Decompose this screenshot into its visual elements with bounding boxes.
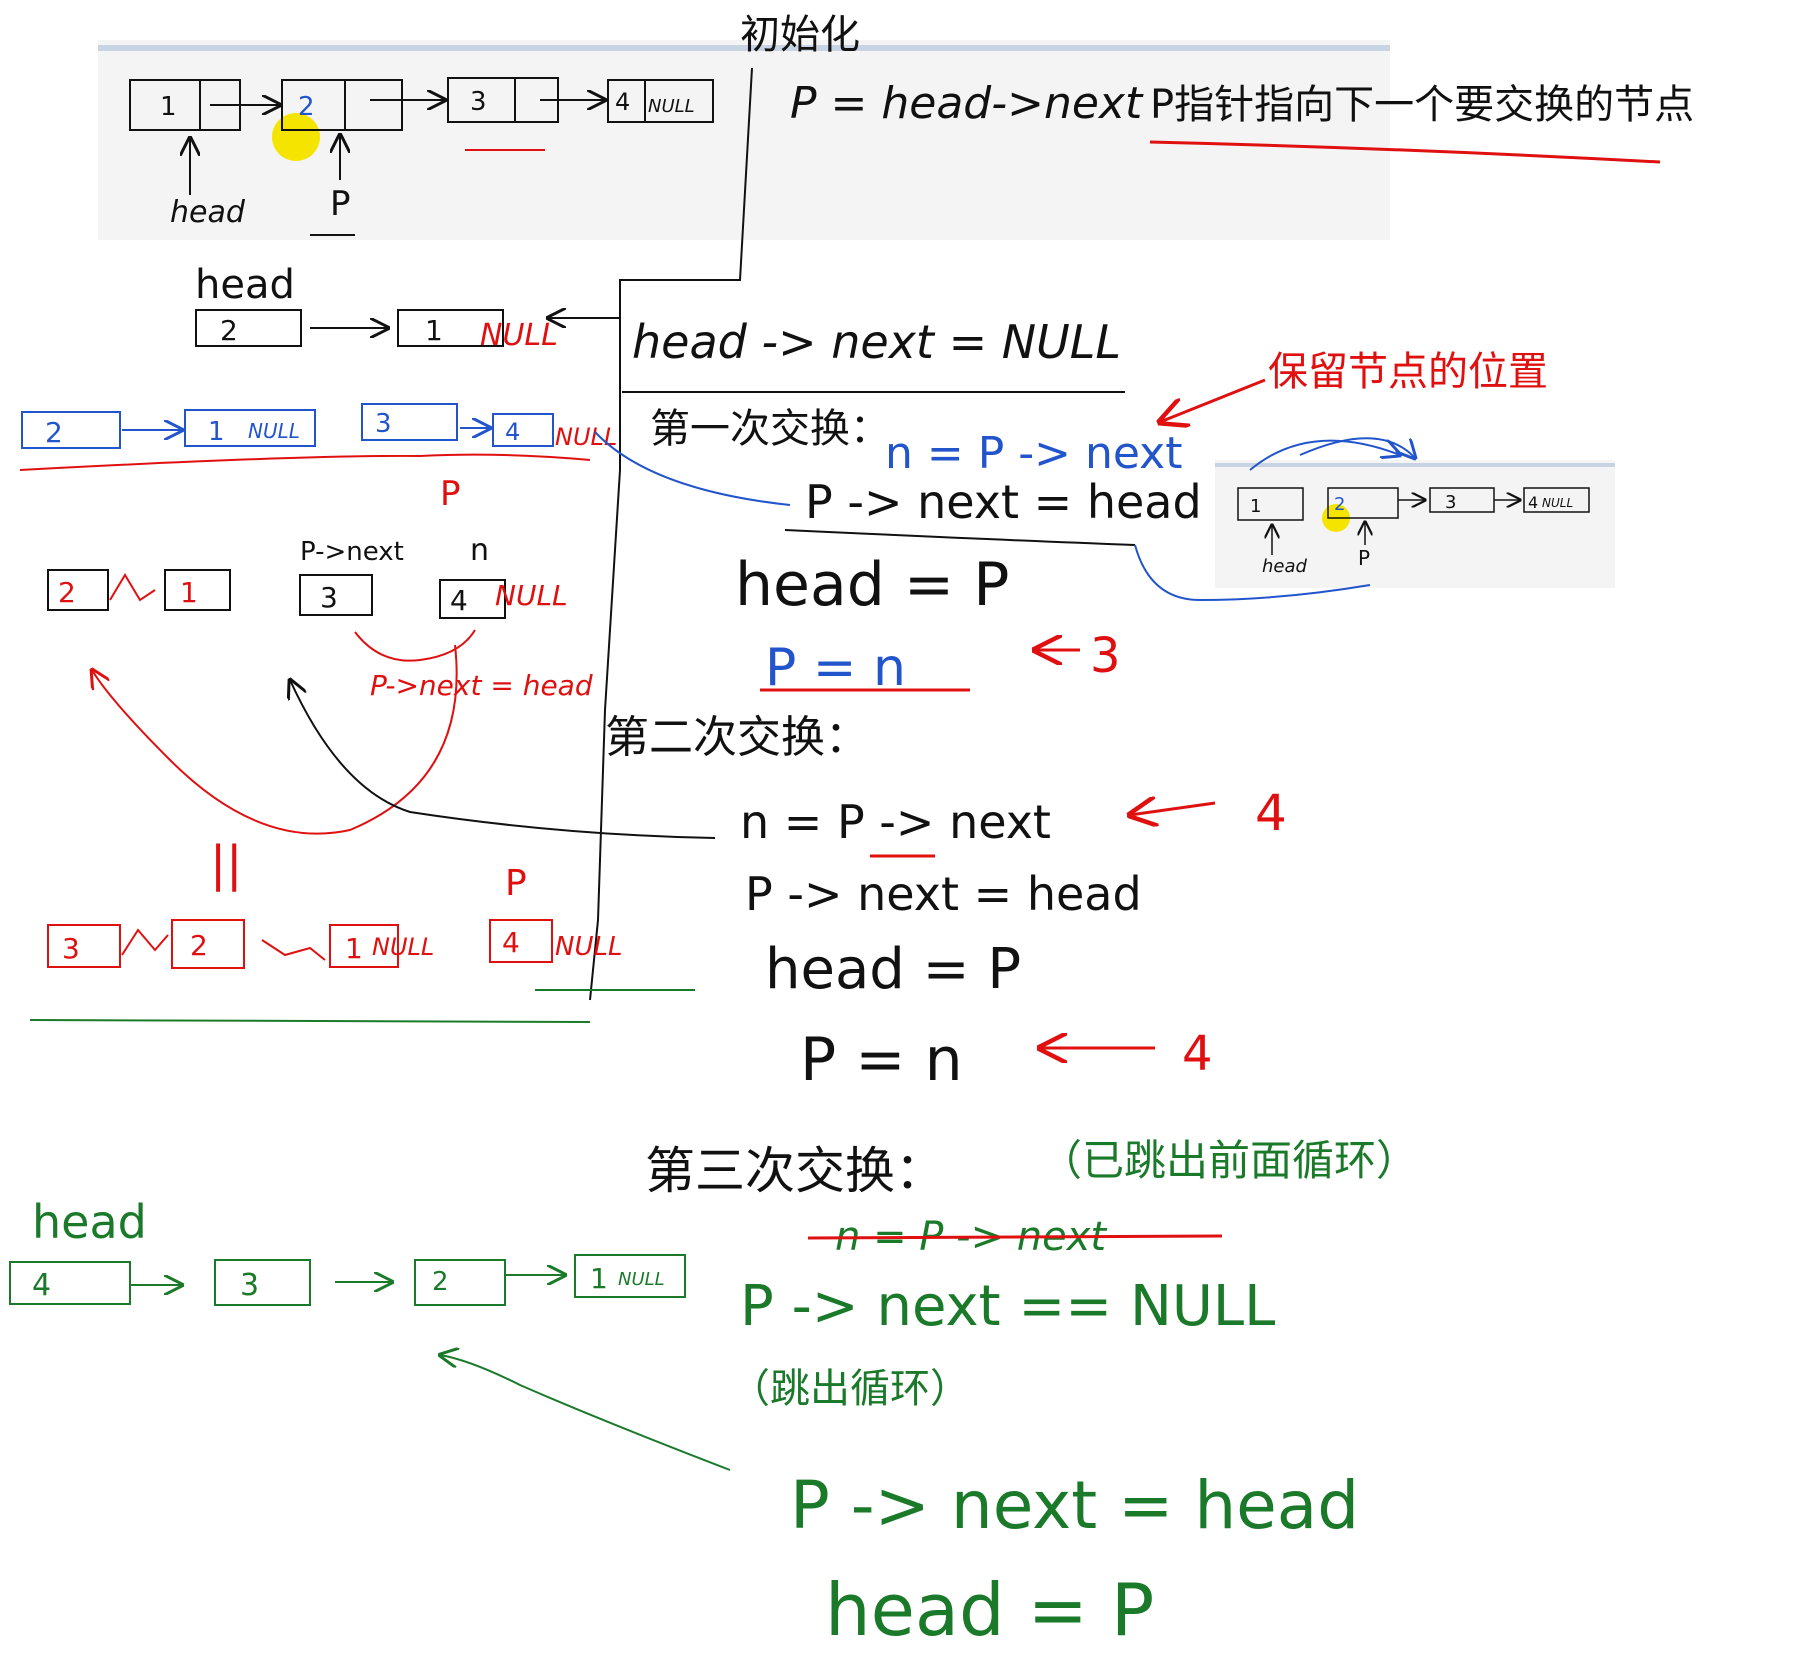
null-label: NULL [1542, 496, 1573, 510]
init-code: P = head->next [790, 78, 1144, 129]
swap2-arrow-number-2: 4 [1182, 1026, 1213, 1082]
swap1-arrow-number: 3 [1090, 628, 1121, 684]
node-value: 3 [240, 1268, 259, 1303]
swap2-title: 第二次交换： [605, 712, 869, 763]
swap3-code-pnext: P -> next = head [790, 1467, 1359, 1544]
node-value: 1 [345, 932, 363, 965]
diagram-2: P->next n 2 1 3 4 NULL P->next = head [47, 533, 716, 839]
node-value: 1 [208, 417, 225, 447]
p-pointer-label: P [440, 474, 461, 514]
head-label: head [195, 262, 295, 308]
node-value: 2 [432, 1267, 449, 1297]
swap1-code-p: P = n [765, 638, 906, 698]
list-node [607, 79, 714, 123]
swap2-code-head: head = P [765, 937, 1021, 1002]
head-pointer-label: head [170, 195, 246, 230]
swap3-condition-note: （跳出循环） [730, 1366, 970, 1412]
node-value: 3 [375, 409, 392, 439]
p-label: P [1358, 546, 1370, 570]
head-label: head [1262, 556, 1308, 577]
row-red-1: 2 1 NULL 3 4 NULL P [19, 403, 791, 514]
mini-screenshot: 1 2 3 4 NULL head P [1134, 437, 1615, 602]
swap1-code-head: head = P [735, 550, 1009, 620]
node-value: 2 [190, 929, 208, 962]
null-label: NULL [372, 933, 434, 961]
n-label: n [470, 533, 489, 568]
swap2-arrow-number-1: 4 [1255, 784, 1287, 842]
node-value: 4 [1528, 493, 1538, 512]
swap1-code-n: n = P -> next [885, 428, 1182, 479]
null-label: NULL [618, 1269, 665, 1290]
save-note: 保留节点的位置 [1268, 349, 1548, 395]
node-value: 4 [615, 88, 630, 116]
node-value: 3 [320, 581, 338, 614]
null-label: NULL [480, 318, 558, 353]
node-value: 1 [590, 1262, 608, 1295]
assign-label: P->next = head [370, 669, 593, 702]
node-value: 3 [470, 87, 487, 117]
node-value: 1 [180, 576, 198, 609]
p-pointer-label: P [505, 863, 527, 904]
node-value: 3 [62, 932, 80, 965]
final-list: head 4 3 2 1 NULL [9, 1195, 731, 1471]
step0-diagram: head 2 1 NULL [195, 262, 620, 353]
node-value: 1 [160, 92, 177, 122]
swap1-code-pnext: P -> next = head [805, 475, 1202, 529]
swap3-note: （已跳出前面循环） [1040, 1136, 1418, 1185]
null-label: NULL [495, 579, 568, 612]
node-value: 4 [450, 584, 468, 617]
node-value: 4 [502, 926, 520, 959]
node-value: 2 [220, 314, 238, 347]
null-label: NULL [648, 96, 695, 117]
step0-code: head -> next = NULL [632, 315, 1121, 369]
node-value: 1 [1250, 496, 1261, 517]
node-value: 2 [45, 416, 63, 449]
node-value: 3 [1445, 492, 1456, 513]
null-label: NULL [248, 419, 300, 443]
list-node [281, 79, 403, 131]
node-value: 4 [505, 418, 520, 446]
highlight-dot [272, 113, 320, 161]
swap1-title: 第一次交换： [650, 406, 890, 452]
between-mark: || [210, 836, 242, 892]
swap3-condition: P -> next == NULL [740, 1274, 1275, 1339]
null-label: NULL [555, 423, 617, 451]
node-value: 1 [425, 314, 443, 347]
swap3-title: 第三次交换： [645, 1142, 945, 1200]
p-pointer-label: P [330, 184, 351, 224]
row-red-2: || P 3 2 1 NULL 4 NULL [29, 836, 695, 1023]
pnext-label: P->next [300, 537, 404, 567]
node-value: 4 [32, 1268, 51, 1303]
head-label: head [32, 1195, 147, 1249]
null-label: NULL [555, 932, 622, 962]
swap2-code-p: P = n [800, 1025, 963, 1095]
node-value: 2 [1334, 494, 1345, 515]
init-note: P指针指向下一个要交换的节点 [1150, 82, 1694, 128]
swap3-code-head: head = P [825, 1568, 1154, 1652]
title-initialize: 初始化 [740, 12, 860, 58]
node-value: 2 [298, 92, 315, 122]
node-value: 2 [58, 576, 76, 609]
swap2-code-n: n = P -> next [740, 795, 1051, 849]
swap2-code-pnext: P -> next = head [745, 867, 1142, 921]
